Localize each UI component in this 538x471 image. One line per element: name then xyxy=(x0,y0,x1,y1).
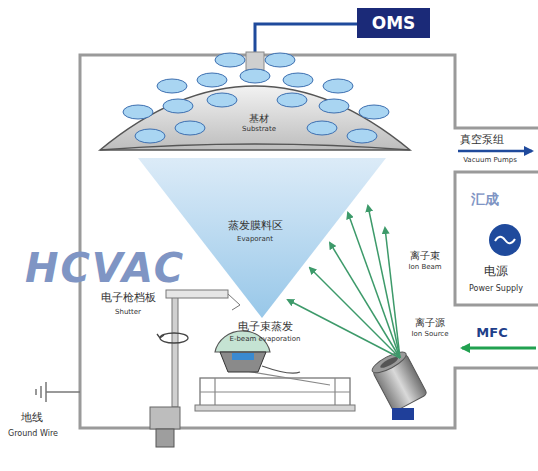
substrate-holder-hole xyxy=(283,73,313,87)
substrate-holder-hole xyxy=(307,121,337,135)
substrate-holder-hole xyxy=(347,129,377,143)
part-name: 基材 xyxy=(249,113,269,124)
part-name-en: Shutter xyxy=(115,309,141,317)
part-name-en: E-beam evaporation xyxy=(229,336,300,344)
beam-name: 离子束 xyxy=(410,250,440,261)
part-name: 电子枪档板 xyxy=(101,292,156,304)
oms-box: OMS xyxy=(357,8,430,38)
substrate-holder-hole xyxy=(215,53,245,67)
substrate-holder-hole xyxy=(240,69,270,83)
port-name-en: Vacuum Pumps xyxy=(463,157,517,165)
terminal-name-en: Ground Wire xyxy=(8,430,58,439)
watermark: HCVAC xyxy=(25,246,185,290)
port-name: 电源 xyxy=(484,265,508,278)
part-name-en: Substrate xyxy=(242,126,276,134)
substrate-holder-hole xyxy=(319,99,349,113)
substrate-holder-hole xyxy=(323,79,353,93)
beam-name-en: Ion Beam xyxy=(408,264,441,272)
substrate-holder-hole xyxy=(135,129,165,143)
substrate-holder-hole xyxy=(265,53,295,67)
port-name: MFC xyxy=(476,326,507,340)
port-name-en: Power Supply xyxy=(469,285,523,294)
substrate-holder-hole xyxy=(277,93,307,107)
substrate-holder-hole xyxy=(157,79,187,93)
substrate-holder-hole xyxy=(175,121,205,135)
substrate-holder-hole xyxy=(123,105,153,119)
substrate-holder-hole xyxy=(207,93,237,107)
node-text: OMS xyxy=(372,13,416,33)
region-name: 蒸发膜料区 xyxy=(228,220,283,232)
part-name: 电子束蒸发 xyxy=(238,321,293,333)
substrate-holder-hole xyxy=(163,99,193,113)
terminal-name: 地线 xyxy=(21,412,43,424)
part-name-en: Ion Source xyxy=(411,331,448,339)
part-name: 离子源 xyxy=(415,317,445,328)
region-name-en: Evaporant xyxy=(237,236,273,244)
port-name: 真空泵组 xyxy=(460,134,504,146)
watermark: 汇成 xyxy=(471,192,499,207)
substrate-holder-hole xyxy=(197,73,227,87)
substrate-holder-hole xyxy=(359,105,389,119)
